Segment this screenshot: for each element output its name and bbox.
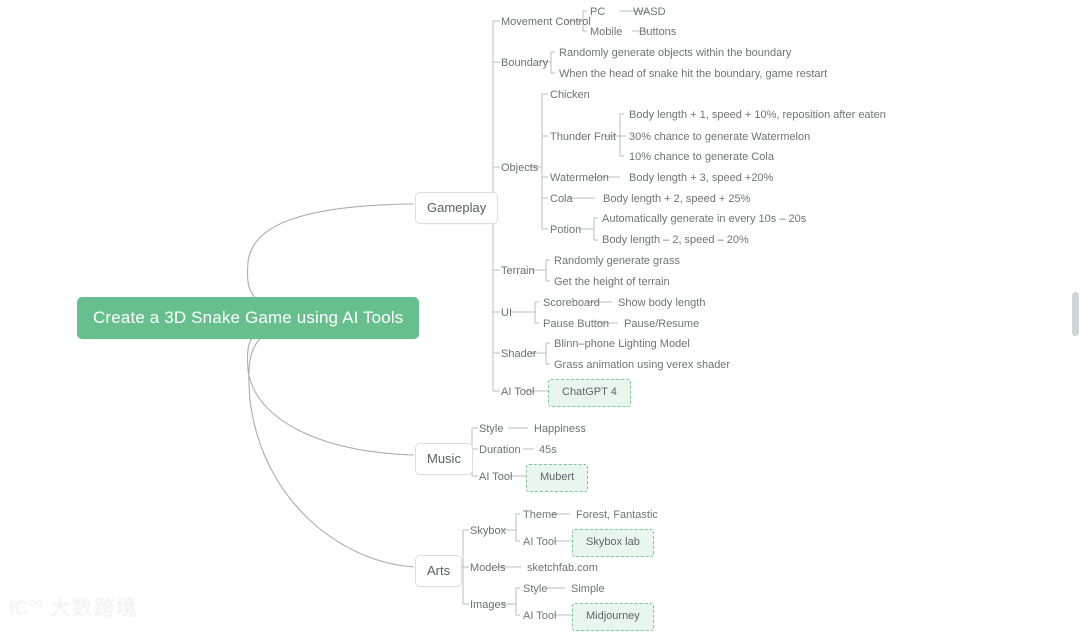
node-gameplay-ai-tool[interactable]: AI Tool: [501, 386, 535, 398]
scrollbar-thumb[interactable]: [1072, 292, 1079, 336]
node-images-ai-tool[interactable]: AI Tool: [523, 610, 557, 622]
node-images-style[interactable]: Style: [523, 583, 548, 595]
node-music-duration[interactable]: Duration: [479, 444, 521, 456]
node-objects-watermelon[interactable]: Watermelon: [550, 172, 609, 184]
node-skybox-ai-tool[interactable]: AI Tool: [523, 536, 557, 548]
vertical-scrollbar[interactable]: [1071, 0, 1080, 637]
tool-box-midjourney[interactable]: Midjourney: [572, 603, 654, 631]
node-terrain-item-0[interactable]: Randomly generate grass: [554, 255, 680, 267]
branch-node-arts[interactable]: Arts: [415, 555, 463, 587]
node-boundary[interactable]: Boundary: [501, 57, 549, 69]
node-thunder-fruit-item-1[interactable]: 30% chance to generate Watermelon: [629, 131, 811, 143]
node-music-style-value[interactable]: Happiness: [534, 423, 586, 435]
node-objects-cola-value[interactable]: Body length + 2, speed + 25%: [603, 193, 751, 205]
node-music-style[interactable]: Style: [479, 423, 504, 435]
watermark-logo-icon: IC°°: [9, 597, 44, 620]
node-objects-thunder-fruit[interactable]: Thunder Fruit: [550, 131, 617, 143]
watermark-text: 大数跨境: [49, 597, 138, 620]
node-skybox-theme[interactable]: Theme: [523, 509, 558, 521]
node-skybox-theme-value[interactable]: Forest, Fantastic: [576, 509, 658, 521]
branch-node-gameplay[interactable]: Gameplay: [415, 192, 499, 224]
node-potion-item-1[interactable]: Body length – 2, speed – 20%: [602, 234, 749, 246]
node-music-ai-tool[interactable]: AI Tool: [479, 471, 513, 483]
node-movement-control[interactable]: Movement Control: [501, 16, 591, 28]
node-movement-pc-value[interactable]: WASD: [633, 6, 666, 18]
node-shader[interactable]: Shader: [501, 348, 537, 360]
tool-box-chatgpt-4[interactable]: ChatGPT 4: [548, 379, 631, 407]
node-ui[interactable]: UI: [501, 307, 512, 319]
node-music-duration-value[interactable]: 45s: [539, 444, 557, 456]
watermark: IC°° 大数跨境: [9, 598, 138, 619]
node-arts-skybox[interactable]: Skybox: [470, 525, 507, 537]
node-objects[interactable]: Objects: [501, 162, 539, 174]
node-shader-item-0[interactable]: Blinn–phone Lighting Model: [554, 338, 690, 350]
node-objects-potion[interactable]: Potion: [550, 224, 582, 236]
node-objects-chicken[interactable]: Chicken: [550, 89, 590, 101]
tool-box-mubert[interactable]: Mubert: [526, 464, 589, 492]
node-ui-scoreboard[interactable]: Scoreboard: [543, 297, 600, 309]
node-thunder-fruit-item-0[interactable]: Body length + 1, speed + 10%, reposition…: [629, 109, 886, 121]
node-ui-scoreboard-value[interactable]: Show body length: [618, 297, 706, 309]
node-boundary-item-1[interactable]: When the head of snake hit the boundary,…: [559, 68, 828, 80]
node-arts-images[interactable]: Images: [470, 599, 507, 611]
node-terrain-item-1[interactable]: Get the height of terrain: [554, 276, 670, 288]
node-ui-pause-button[interactable]: Pause Button: [543, 318, 610, 330]
node-shader-item-1[interactable]: Grass animation using verex shader: [554, 359, 731, 371]
node-arts-models-value[interactable]: sketchfab.com: [527, 562, 598, 574]
node-thunder-fruit-item-2[interactable]: 10% chance to generate Cola: [629, 151, 774, 163]
node-ui-pause-button-value[interactable]: Pause/Resume: [624, 318, 700, 330]
node-images-style-value[interactable]: Simple: [571, 583, 605, 595]
node-movement-mobile[interactable]: Mobile: [590, 26, 623, 38]
node-objects-cola[interactable]: Cola: [550, 193, 573, 205]
node-potion-item-0[interactable]: Automatically generate in every 10s – 20…: [602, 213, 807, 225]
node-terrain[interactable]: Terrain: [501, 265, 535, 277]
root-node[interactable]: Create a 3D Snake Game using AI Tools: [77, 297, 420, 339]
node-movement-mobile-value[interactable]: Buttons: [639, 26, 677, 38]
node-arts-models[interactable]: Models: [470, 562, 506, 574]
node-objects-watermelon-value[interactable]: Body length + 3, speed +20%: [629, 172, 774, 184]
node-movement-pc[interactable]: PC: [590, 6, 606, 18]
tool-box-skybox-lab[interactable]: Skybox lab: [572, 529, 654, 557]
node-boundary-item-0[interactable]: Randomly generate objects within the bou…: [559, 47, 792, 59]
branch-node-music[interactable]: Music: [415, 443, 473, 475]
